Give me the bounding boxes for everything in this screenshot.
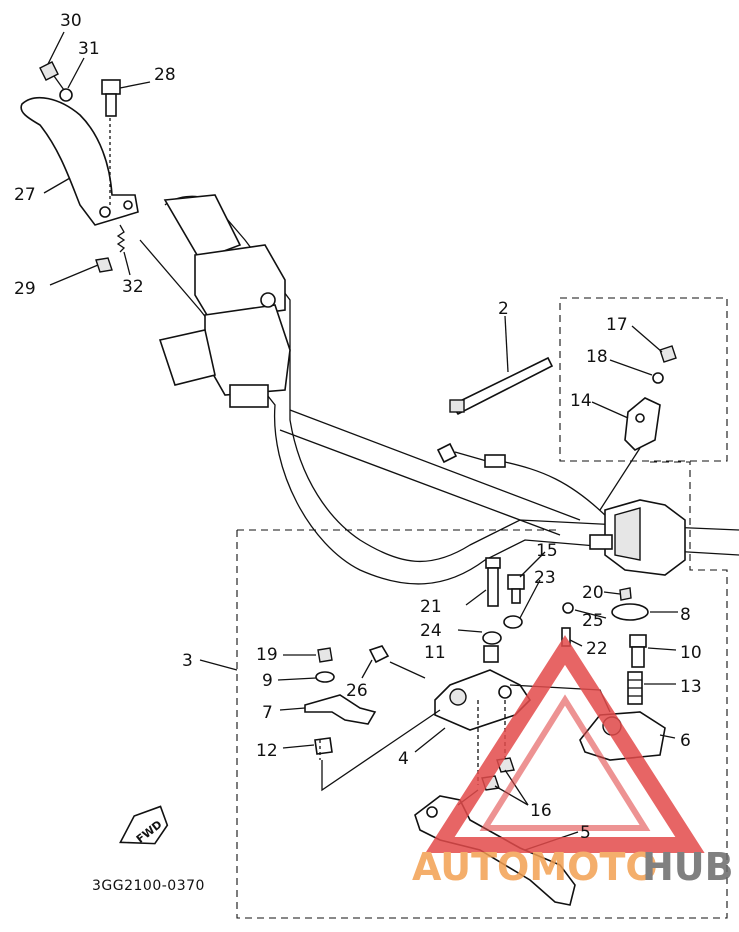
callout-2: 2 <box>498 299 509 319</box>
fwd-arrow: FWD <box>119 805 169 846</box>
spring-12 <box>314 737 333 760</box>
callout-14: 14 <box>570 391 592 411</box>
leader-clamp-to-switch <box>599 447 641 511</box>
cap-8 <box>611 603 649 621</box>
washer-24 <box>482 631 502 645</box>
bolt-30 <box>39 61 65 91</box>
screw-19 <box>317 647 333 663</box>
callout-11: 11 <box>424 643 446 663</box>
group-box-switch-clamp <box>559 297 728 462</box>
callout-20: 20 <box>582 583 604 603</box>
leader-12-to-holder <box>321 709 441 792</box>
callout-12: 12 <box>256 741 278 761</box>
switch-clamp <box>624 397 661 451</box>
callout-7: 7 <box>262 703 273 723</box>
washer-31 <box>59 88 73 102</box>
bolt-15 <box>507 574 525 604</box>
cap-26 <box>368 645 390 664</box>
handlebar-switch <box>589 499 686 576</box>
watermark-prefix: AUTOMOTO <box>412 845 658 889</box>
nut-29 <box>95 257 113 273</box>
master-cylinder-assembly <box>158 194 291 408</box>
brake-lever-upper <box>20 96 139 226</box>
callout-8: 8 <box>680 605 691 625</box>
watermark-suffix: HUB <box>642 845 734 889</box>
callout-15: 15 <box>536 541 558 561</box>
callout-23: 23 <box>534 568 556 588</box>
callout-26: 26 <box>346 681 368 701</box>
watermark-triangle <box>425 635 705 853</box>
watermark: AUTOMOTO HUB <box>412 635 734 889</box>
callout-5: 5 <box>580 823 591 843</box>
plate-7 <box>304 694 377 725</box>
callout-18: 18 <box>586 347 608 367</box>
callout-31: 31 <box>78 39 100 59</box>
callout-25: 25 <box>582 611 604 631</box>
bolt-21 <box>485 557 501 607</box>
spring-32 <box>116 224 126 253</box>
callout-27: 27 <box>14 185 36 205</box>
screw-20 <box>619 587 632 601</box>
cable-tie <box>449 356 554 416</box>
callout-29: 29 <box>14 279 36 299</box>
switch-cable <box>436 442 611 521</box>
drawing-code: 3GG2100-0370 <box>92 878 205 894</box>
washer-18 <box>652 372 664 384</box>
callout-leaders <box>43 31 678 851</box>
washer-23 <box>503 615 523 629</box>
callout-16: 16 <box>530 801 552 821</box>
group-box-lever-assembly <box>236 461 728 919</box>
collar-11 <box>483 645 499 663</box>
callout-19: 19 <box>256 645 278 665</box>
plug-25 <box>562 602 574 614</box>
callout-6: 6 <box>680 731 691 751</box>
callout-28: 28 <box>154 65 176 85</box>
callout-labels: 30 31 28 27 29 32 2 17 18 14 15 23 21 24… <box>14 11 702 843</box>
callout-3: 3 <box>182 651 193 671</box>
callout-17: 17 <box>606 315 628 335</box>
callout-10: 10 <box>680 643 702 663</box>
callout-9: 9 <box>262 671 273 691</box>
washer-9 <box>315 671 335 683</box>
callout-21: 21 <box>420 597 442 617</box>
callout-24: 24 <box>420 621 442 641</box>
leader-26-to-holder <box>389 661 426 679</box>
callout-30: 30 <box>60 11 82 31</box>
callout-22: 22 <box>586 639 608 659</box>
callout-4: 4 <box>398 749 409 769</box>
screw-17 <box>659 345 677 363</box>
bolt-28 <box>101 79 121 208</box>
callout-13: 13 <box>680 677 702 697</box>
callout-32: 32 <box>122 277 144 297</box>
spring-13 <box>627 671 643 705</box>
handlebar-tube <box>139 195 739 585</box>
piston-10 <box>629 634 647 668</box>
